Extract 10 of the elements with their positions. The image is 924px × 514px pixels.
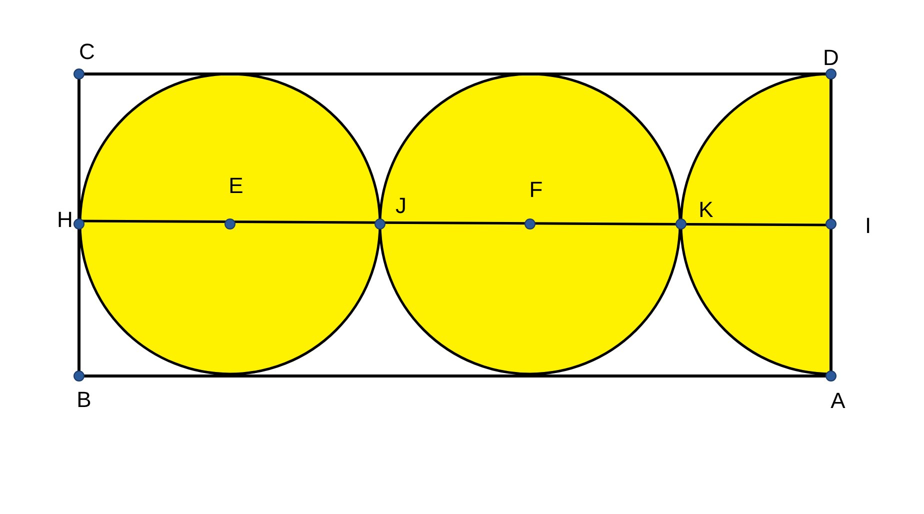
point-label: I bbox=[864, 215, 872, 237]
point-label: K bbox=[698, 199, 714, 221]
point-label: B bbox=[76, 389, 92, 411]
point-label: E bbox=[228, 175, 244, 197]
point-label: F bbox=[529, 179, 543, 201]
point-label: D bbox=[823, 47, 839, 69]
point-label: J bbox=[396, 195, 406, 217]
point-label: H bbox=[57, 209, 73, 231]
point-label: C bbox=[79, 41, 95, 63]
point-label: A bbox=[830, 390, 846, 412]
